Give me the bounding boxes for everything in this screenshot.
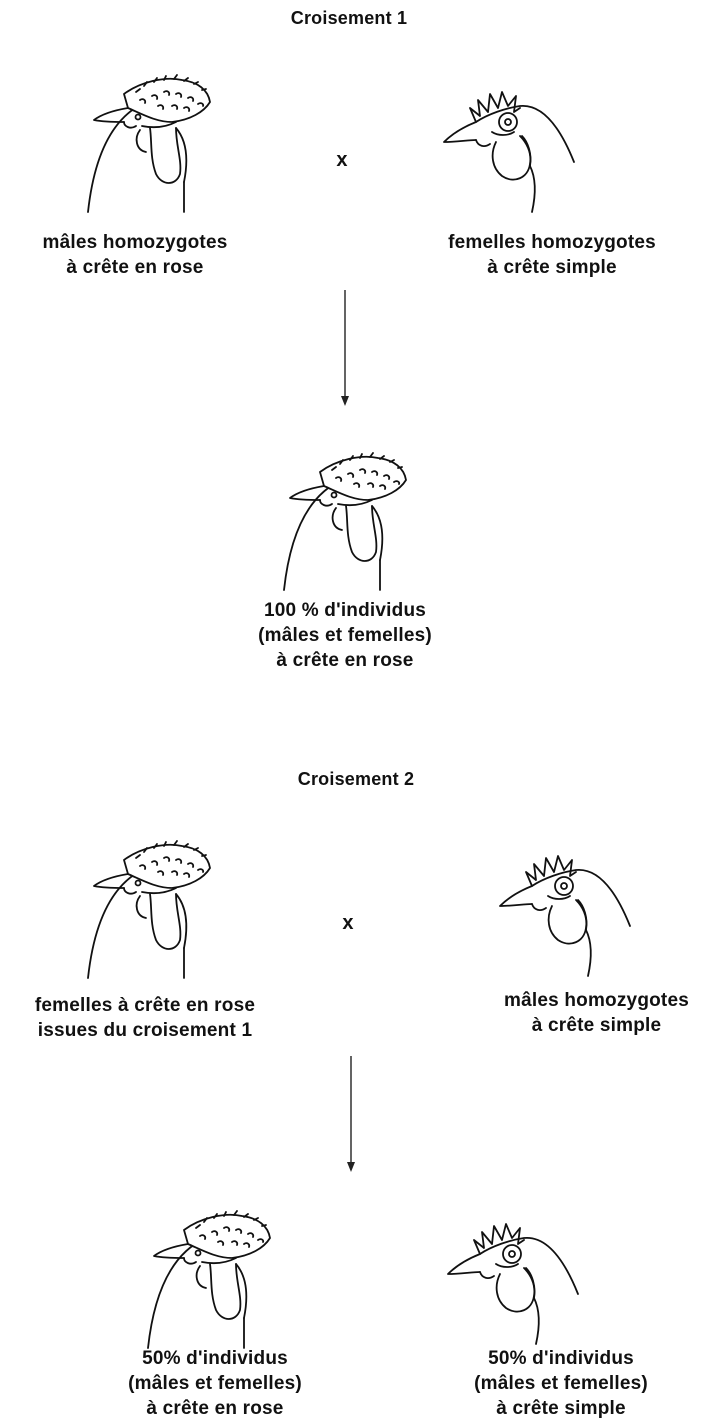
cross1-title: Croisement 1 bbox=[259, 6, 439, 31]
rose-comb-head-icon bbox=[80, 62, 220, 212]
down-arrow-icon bbox=[339, 290, 351, 406]
single-comb-head-icon bbox=[436, 62, 576, 212]
cross2-offspring-left-label: 50% d'individus (mâles et femelles) à cr… bbox=[90, 1346, 340, 1421]
cross2-parent-left-label: femelles à crête en rose issues du crois… bbox=[0, 993, 290, 1043]
rose-comb-head-icon bbox=[140, 1198, 280, 1348]
cross-symbol: x bbox=[336, 911, 360, 936]
rose-comb-head-icon bbox=[80, 828, 220, 978]
cross2-title: Croisement 2 bbox=[266, 767, 446, 792]
single-comb-head-icon bbox=[440, 1194, 580, 1344]
cross2-offspring-right-label: 50% d'individus (mâles et femelles) à cr… bbox=[436, 1346, 686, 1421]
cross2-parent-right-label: mâles homozygotes à crête simple bbox=[474, 988, 719, 1038]
cross1-parent-right-label: femelles homozygotes à crête simple bbox=[412, 230, 692, 280]
rose-comb-head-icon bbox=[276, 440, 416, 590]
cross-symbol: x bbox=[330, 148, 354, 173]
cross1-parent-left-label: mâles homozygotes à crête en rose bbox=[10, 230, 260, 280]
down-arrow-icon bbox=[345, 1056, 357, 1172]
cross1-offspring-label: 100 % d'individus (mâles et femelles) à … bbox=[200, 598, 490, 673]
single-comb-head-icon bbox=[492, 826, 632, 976]
